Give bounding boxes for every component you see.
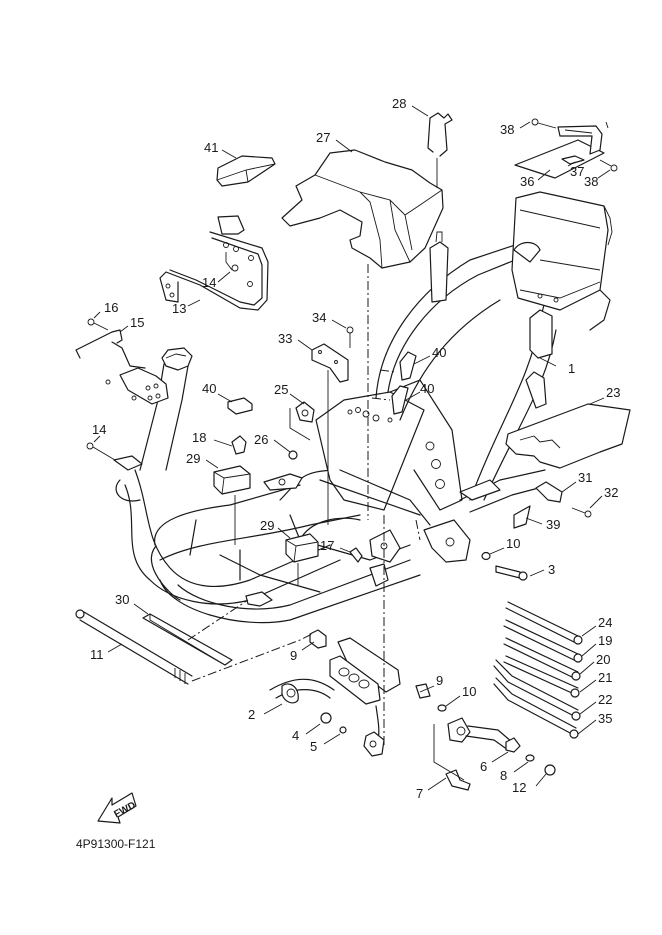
callout-14a: 14 bbox=[202, 275, 216, 290]
parts-cable-ties bbox=[493, 601, 583, 739]
callout-26: 26 bbox=[254, 432, 268, 447]
callout-4: 4 bbox=[292, 728, 299, 743]
callout-2: 2 bbox=[248, 707, 255, 722]
part-1-main-frame bbox=[115, 191, 613, 624]
part-25-clamp bbox=[289, 401, 315, 441]
callout-35: 35 bbox=[598, 711, 612, 726]
callout-32: 32 bbox=[604, 485, 618, 500]
part-29-pads bbox=[213, 465, 319, 585]
callout-9a: 9 bbox=[290, 648, 297, 663]
callout-5: 5 bbox=[310, 739, 317, 754]
callout-30: 30 bbox=[115, 592, 129, 607]
callout-41: 41 bbox=[204, 140, 218, 155]
callout-28: 28 bbox=[392, 96, 406, 111]
diagram-code: 4P91300-F121 bbox=[76, 837, 156, 851]
callout-31: 31 bbox=[578, 470, 592, 485]
callout-19: 19 bbox=[598, 633, 612, 648]
part-26-nut bbox=[288, 450, 298, 460]
callout-13: 13 bbox=[172, 301, 186, 316]
part-27-cover bbox=[281, 149, 444, 269]
callout-8: 8 bbox=[500, 768, 507, 783]
callout-34: 34 bbox=[312, 310, 326, 325]
callout-40b: 40 bbox=[432, 345, 446, 360]
callout-16: 16 bbox=[104, 300, 118, 315]
part-31-32-bracket bbox=[535, 481, 592, 518]
callout-22: 22 bbox=[598, 692, 612, 707]
callout-29b: 29 bbox=[260, 518, 274, 533]
callout-7: 7 bbox=[416, 786, 423, 801]
part-11-axle bbox=[75, 609, 193, 685]
part-18-clip bbox=[231, 435, 247, 455]
callout-3: 3 bbox=[548, 562, 555, 577]
callout-17: 17 bbox=[320, 538, 334, 553]
callout-37: 37 bbox=[570, 164, 584, 179]
callout-39: 39 bbox=[546, 517, 560, 532]
part-30-bar bbox=[142, 613, 233, 666]
callout-40c: 40 bbox=[420, 381, 434, 396]
callout-18: 18 bbox=[192, 430, 206, 445]
callout-33: 33 bbox=[278, 331, 292, 346]
callout-20: 20 bbox=[596, 652, 610, 667]
part-40-pads bbox=[227, 351, 417, 415]
callout-21: 21 bbox=[598, 670, 612, 685]
callouts: 1 2 3 4 5 6 7 8 9 9 10 10 11 12 13 14 14 bbox=[90, 96, 620, 801]
part-23-plate bbox=[505, 403, 631, 469]
callout-40a: 40 bbox=[202, 381, 216, 396]
part-36-37-38-bracket bbox=[514, 118, 618, 179]
part-13-bracket bbox=[159, 215, 269, 311]
callout-29a: 29 bbox=[186, 451, 200, 466]
callout-24: 24 bbox=[598, 615, 612, 630]
part-41-pad bbox=[216, 155, 276, 187]
callout-27: 27 bbox=[316, 130, 330, 145]
callout-14b: 14 bbox=[92, 422, 106, 437]
part-28-clip bbox=[427, 112, 453, 188]
part-39-pad bbox=[513, 505, 531, 529]
part-1-left-head-tube bbox=[86, 347, 193, 471]
fwd-arrow-icon: FWD bbox=[97, 792, 138, 824]
callout-38b: 38 bbox=[584, 174, 598, 189]
callout-23: 23 bbox=[606, 385, 620, 400]
callout-1: 1 bbox=[568, 361, 575, 376]
callout-10a: 10 bbox=[506, 536, 520, 551]
assembly-lines bbox=[187, 264, 421, 745]
part-6-7-8-12-link bbox=[433, 704, 556, 791]
part-17-clip bbox=[349, 547, 363, 563]
callout-6: 6 bbox=[480, 759, 487, 774]
callout-9b: 9 bbox=[436, 673, 443, 688]
callout-38a: 38 bbox=[500, 122, 514, 137]
callout-12: 12 bbox=[512, 780, 526, 795]
callout-15: 15 bbox=[130, 315, 144, 330]
part-33-34-bracket bbox=[311, 326, 354, 525]
callout-25: 25 bbox=[274, 382, 288, 397]
callout-11: 11 bbox=[90, 647, 104, 662]
part-15-16-wire-bracket bbox=[75, 318, 146, 369]
callout-36: 36 bbox=[520, 174, 534, 189]
callout-10b: 10 bbox=[462, 684, 476, 699]
part-3-10-bolt bbox=[481, 551, 528, 581]
